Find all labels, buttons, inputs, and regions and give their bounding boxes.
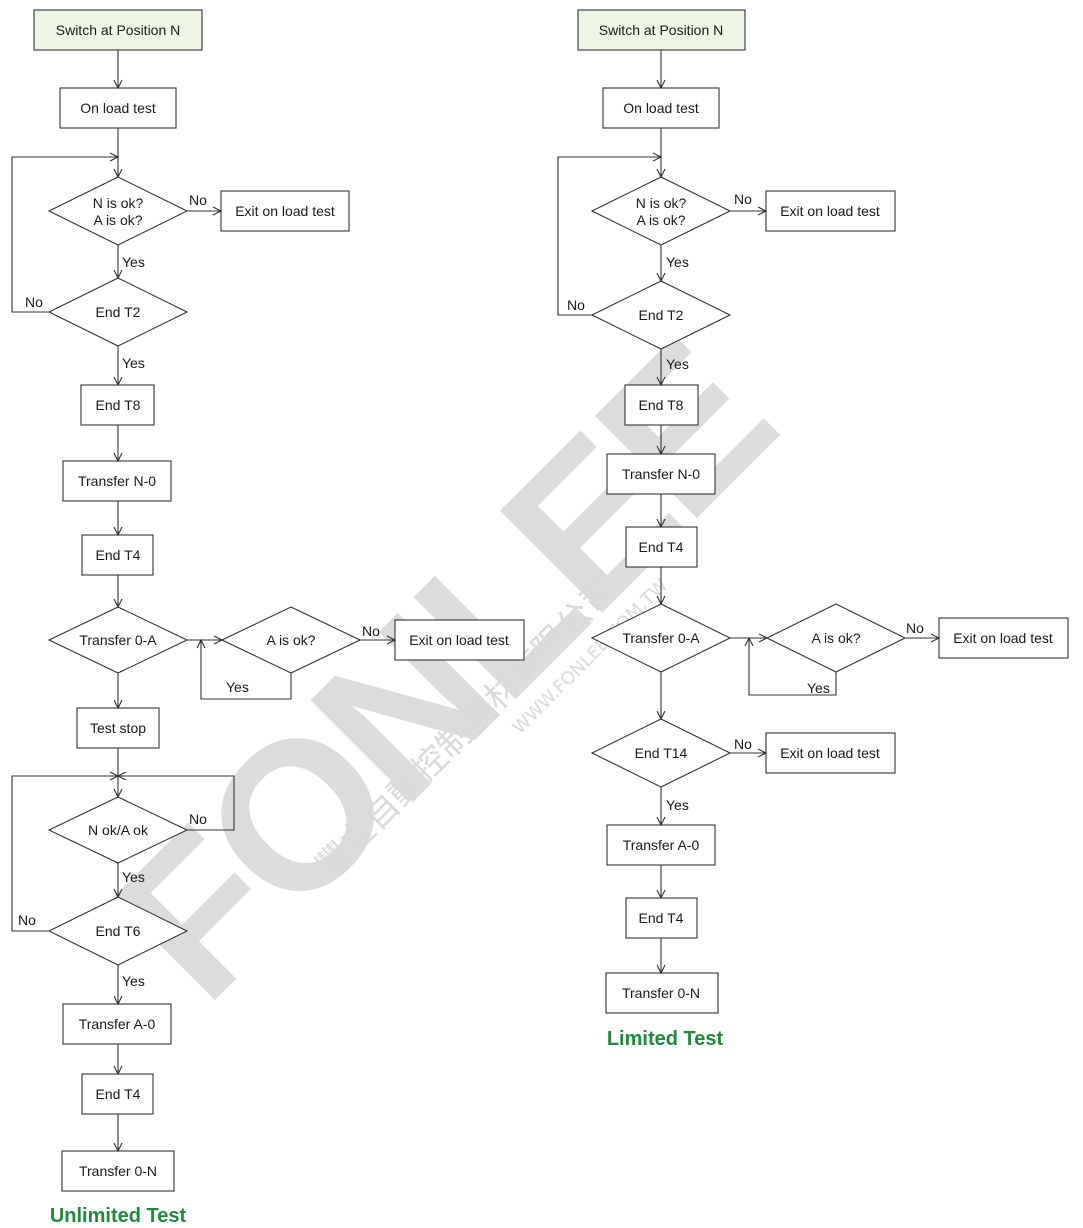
edge-label-yes: Yes [807,680,830,696]
exit-label-1: Exit on load test [780,203,880,219]
flowchart-unlimited-labels: Switch at Position N On load test N is o… [18,22,509,1227]
end-t2-label: End T2 [639,307,684,323]
transfer-n0-label: Transfer N-0 [78,473,156,489]
edge-label-no: No [18,912,36,928]
end-t8-label: End T8 [96,397,141,413]
edge-label-no: No [567,297,585,313]
end-t4-label: End T4 [96,547,141,563]
exit-label-3: Exit on load test [780,745,880,761]
edge-label-no: No [734,191,752,207]
edge-label-no: No [906,620,924,636]
transfer-n0-node [606,453,716,495]
flowchart-limited-labels: Switch at Position N On load test N is o… [567,22,1053,1050]
edge-label-no: No [734,736,752,752]
exit-node-1 [220,190,350,232]
start-label: Switch at Position N [599,22,724,38]
edge-label-no: No [25,294,43,310]
caption-limited: Limited Test [607,1028,724,1050]
start-node [33,9,203,51]
transfer-0n-label: Transfer 0-N [622,985,700,1001]
test-stop-node [76,707,160,749]
edge-label-no: No [362,623,380,639]
edge-label-no: No [189,192,207,208]
flowchart-unlimited [11,9,525,1192]
check-a-label: A is ok? [93,212,142,228]
end-t4-node [625,526,698,568]
exit-node-2 [394,619,525,661]
end-t4-label: End T4 [639,539,684,555]
exit-node-2 [938,617,1069,659]
caption-unlimited: Unlimited Test [50,1205,187,1227]
end-t8-label: End T8 [639,397,684,413]
loop-connector [201,640,292,700]
loop-connector [11,776,118,932]
loop-connector [11,157,118,313]
transfer-0n-node [605,972,719,1014]
edge-label-yes: Yes [122,355,145,371]
check-n-label: N is ok? [93,195,144,211]
end-t4-node [81,534,154,576]
transfer-a0-label: Transfer A-0 [623,837,700,853]
end-t8-node [80,384,155,426]
transfer-a0-label: Transfer A-0 [79,1016,156,1032]
end-t2-label: End T2 [96,304,141,320]
edge-label-yes: Yes [226,679,249,695]
edge-label-yes: Yes [666,797,689,813]
exit-label-2: Exit on load test [953,630,1053,646]
end-t4-label-2: End T4 [639,910,684,926]
edge-label-yes: Yes [122,973,145,989]
loop-connector [749,638,837,696]
on-load-test-label: On load test [80,100,156,116]
exit-label-1: Exit on load test [235,203,335,219]
transfer-0a-label: Transfer 0-A [622,630,700,646]
a-ok-label: A is ok? [811,630,860,646]
transfer-n0-node [62,460,172,502]
check-a-label: A is ok? [636,212,685,228]
start-label: Switch at Position N [56,22,181,38]
on-load-test-label: On load test [623,100,699,116]
check-na-decision [590,176,732,246]
edge-label-yes: Yes [666,254,689,270]
transfer-a0-node [62,1003,172,1045]
a-ok-label: A is ok? [266,632,315,648]
end-t14-label: End T14 [635,745,688,761]
edge-label-yes: Yes [122,254,145,270]
flowchart-limited [557,9,1069,1014]
end-t4-label-2: End T4 [96,1086,141,1102]
test-stop-label: Test stop [90,720,146,736]
transfer-n0-label: Transfer N-0 [622,466,700,482]
transfer-0n-label: Transfer 0-N [79,1163,157,1179]
check-n-label: N is ok? [636,195,687,211]
transfer-a0-node [606,824,716,866]
edge-label-no: No [189,811,207,827]
check-na-decision [47,176,189,246]
exit-node-3 [765,732,896,774]
transfer-0a-label: Transfer 0-A [79,632,157,648]
end-t6-label: End T6 [96,923,141,939]
exit-label-2: Exit on load test [409,632,509,648]
edge-label-yes: Yes [122,869,145,885]
exit-node-1 [765,190,896,232]
loop-connector [557,157,661,316]
loop-connector [118,776,235,831]
transfer-0n-node [61,1150,175,1192]
edge-label-yes: Yes [666,356,689,372]
n-ok-a-ok-label: N ok/A ok [88,822,149,838]
